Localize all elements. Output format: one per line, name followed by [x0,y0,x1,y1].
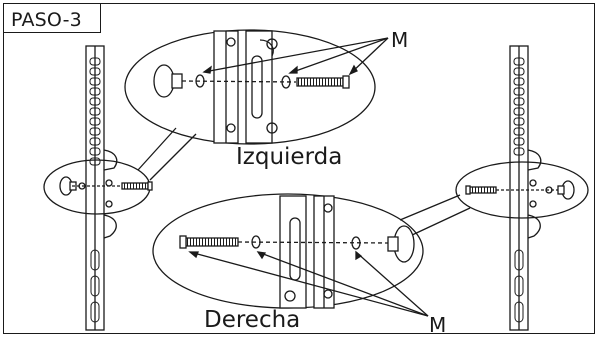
part-label-upper: M [391,28,409,52]
bracket-right-icon [509,45,542,331]
outer-frame [3,3,595,334]
upper-detail-ellipse [124,29,376,145]
left-side-label: Izquierda [236,144,343,170]
step-box: PASO-3 [3,3,101,33]
right-detail-ellipse [455,161,589,219]
part-label-lower: M [429,313,447,337]
right-side-label: Derecha [204,307,301,333]
step-label: PASO-3 [11,9,82,31]
bracket-left-icon [85,45,118,331]
